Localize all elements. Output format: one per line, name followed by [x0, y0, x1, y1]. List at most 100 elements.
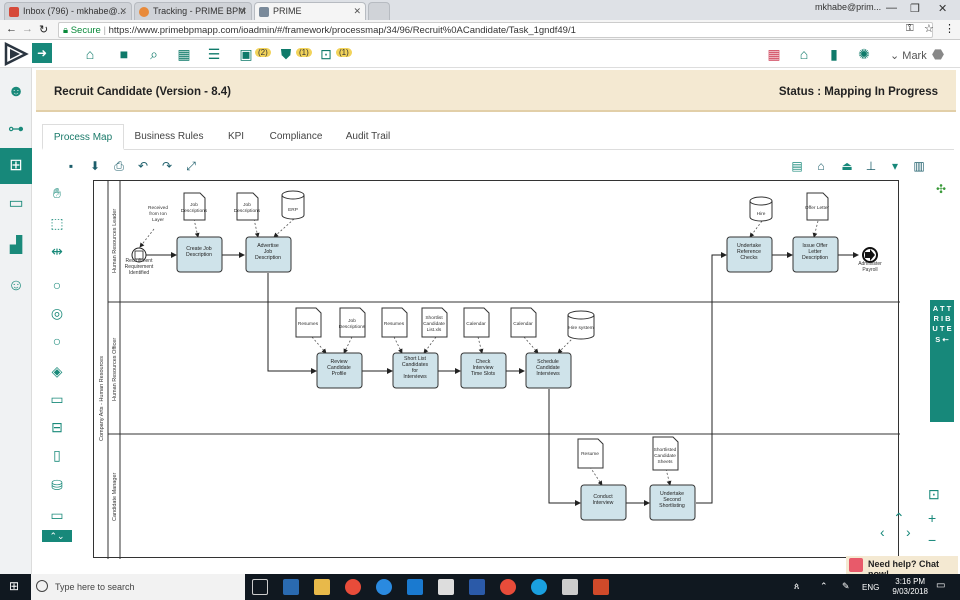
hierarchy-tool-icon[interactable]: ⊥	[865, 159, 877, 173]
expand-menu-button[interactable]: ➜	[32, 43, 52, 63]
tab-compliance[interactable]: Compliance	[269, 131, 323, 142]
undo-icon[interactable]: ↶	[137, 159, 149, 173]
download-icon[interactable]: ⬇	[89, 159, 101, 173]
help-chat-button[interactable]: Need help? Chat now!	[846, 556, 958, 579]
close-icon[interactable]: ✕	[239, 6, 247, 16]
people-tray-icon[interactable]: ጰ	[794, 581, 800, 591]
focus-icon[interactable]: ⊡	[928, 486, 940, 502]
team-icon[interactable]: ☻	[7, 83, 25, 100]
pan-left-icon[interactable]: ‹	[880, 524, 885, 540]
mail-icon[interactable]	[438, 579, 454, 595]
process-canvas[interactable]: Company Arts - Human Resources Human Res…	[93, 180, 900, 559]
pan-up-icon[interactable]: ⌃	[893, 510, 905, 526]
tab-kpi[interactable]: KPI	[227, 131, 245, 142]
start-event-icon[interactable]: ○	[52, 277, 62, 293]
tab-business-rules[interactable]: Business Rules	[134, 131, 204, 142]
intermediate-event-icon[interactable]: ◎	[50, 305, 64, 321]
menu-icon[interactable]: ⋮	[944, 23, 955, 35]
minimize-icon[interactable]: —	[886, 2, 897, 14]
attributes-panel-tab[interactable]: A T T R I B U T E S ⇠	[930, 300, 954, 422]
avatar[interactable]: ⬣	[931, 46, 945, 62]
shield-icon[interactable]: ⛊	[280, 46, 292, 62]
language-indicator[interactable]: ENG	[862, 583, 880, 592]
close-icon[interactable]: ✕	[119, 6, 127, 16]
chrome-active-icon[interactable]	[500, 579, 516, 595]
close-window-icon[interactable]: ✕	[938, 3, 948, 15]
analytics-icon[interactable]: ▟	[9, 237, 23, 254]
chrome-icon[interactable]	[345, 579, 361, 595]
gateway-icon[interactable]: ◈	[51, 363, 63, 379]
end-event-icon[interactable]: ○	[52, 333, 62, 349]
lock-icon[interactable]: ⏏	[841, 159, 853, 173]
hand-tool-icon[interactable]: ✋︎	[53, 185, 61, 201]
key-icon[interactable]: ⚿	[906, 23, 914, 34]
notification-icon[interactable]: ▭	[936, 580, 946, 591]
maximize-icon[interactable]: ❐	[910, 3, 920, 15]
edge-icon[interactable]	[407, 579, 423, 595]
redo-icon[interactable]: ↷	[161, 159, 173, 173]
system-clock[interactable]: 3:16 PM 9/03/2018	[892, 577, 928, 597]
forward-icon[interactable]: →	[22, 23, 33, 35]
data-object-icon[interactable]: ▯	[53, 447, 61, 463]
clipboard-icon[interactable]: ▥	[913, 159, 925, 173]
skype-icon[interactable]	[531, 579, 547, 595]
taskbar-search[interactable]: Type here to search	[31, 574, 245, 600]
lightbulb-icon[interactable]: ✺	[858, 46, 870, 62]
tray-expand-icon[interactable]: ⌃	[820, 581, 828, 591]
tab-gmail[interactable]: Inbox (796) - mkhabe@... ✕	[4, 2, 132, 20]
presentation-icon[interactable]: ▭	[8, 195, 24, 212]
hierarchy-icon[interactable]: ⊶	[8, 121, 24, 138]
user-menu[interactable]: ⌄ Mark	[890, 50, 927, 62]
tab-audit-trail[interactable]: Audit Trail	[345, 131, 391, 142]
zoom-out-icon[interactable]: −	[928, 532, 937, 548]
calendar-icon[interactable]: ▣	[239, 46, 253, 62]
data-store-icon[interactable]: ⛁	[51, 477, 63, 493]
video-icon[interactable]: ■	[119, 46, 129, 62]
process-map-icon[interactable]: ⊞	[0, 148, 32, 184]
close-icon[interactable]: ✕	[353, 6, 361, 16]
tab-process-map[interactable]: Process Map	[42, 124, 124, 150]
network-icon[interactable]: ✎	[842, 581, 850, 591]
people-icon[interactable]: ☺	[7, 277, 25, 294]
fit-screen-icon[interactable]: ⤢	[186, 159, 196, 173]
home-icon[interactable]: ⌂	[85, 46, 95, 62]
film-icon[interactable]: ▦	[177, 46, 191, 62]
task-icon[interactable]: ▭	[50, 391, 64, 407]
star-icon[interactable]: ☆	[924, 23, 934, 35]
ie-icon[interactable]	[376, 579, 392, 595]
bookmark-icon[interactable]: ▮	[830, 46, 838, 62]
pool-icon[interactable]: ▭	[50, 507, 64, 523]
pan-right-icon[interactable]: ›	[906, 524, 911, 540]
print-icon[interactable]: ⎙	[114, 159, 124, 173]
presentation-tool-icon[interactable]: ▾	[891, 159, 899, 173]
unlock-icon[interactable]: ⌂	[817, 159, 825, 173]
plugin-icon[interactable]: ✣	[935, 182, 947, 196]
space-tool-icon[interactable]: ⇹	[51, 243, 63, 259]
calendar-app-icon[interactable]	[562, 579, 578, 595]
list-icon[interactable]: ☰	[207, 46, 221, 62]
subprocess-icon[interactable]: ⊟	[51, 419, 63, 435]
new-tab-button[interactable]	[368, 2, 390, 20]
tab-tracking[interactable]: Tracking - PRIME BPM ✕	[134, 2, 252, 20]
address-bar[interactable]: 🔒︎ Secure | https://www.primebpmapp.com/…	[58, 22, 933, 38]
expand-palette-icon[interactable]: ⌃⌄	[42, 530, 72, 542]
reload-icon[interactable]: ↻	[39, 24, 49, 36]
zoom-in-icon[interactable]: +	[928, 510, 937, 526]
task-view-icon[interactable]	[252, 579, 268, 595]
back-icon[interactable]: ←	[6, 23, 17, 35]
search-icon[interactable]: ⌕	[150, 46, 158, 62]
windows-start-icon[interactable]: ⊞	[9, 579, 20, 593]
comments-icon[interactable]: ▤	[791, 159, 803, 173]
lock-home-icon[interactable]: ⌂	[799, 46, 809, 62]
powerpoint-icon[interactable]	[593, 579, 609, 595]
